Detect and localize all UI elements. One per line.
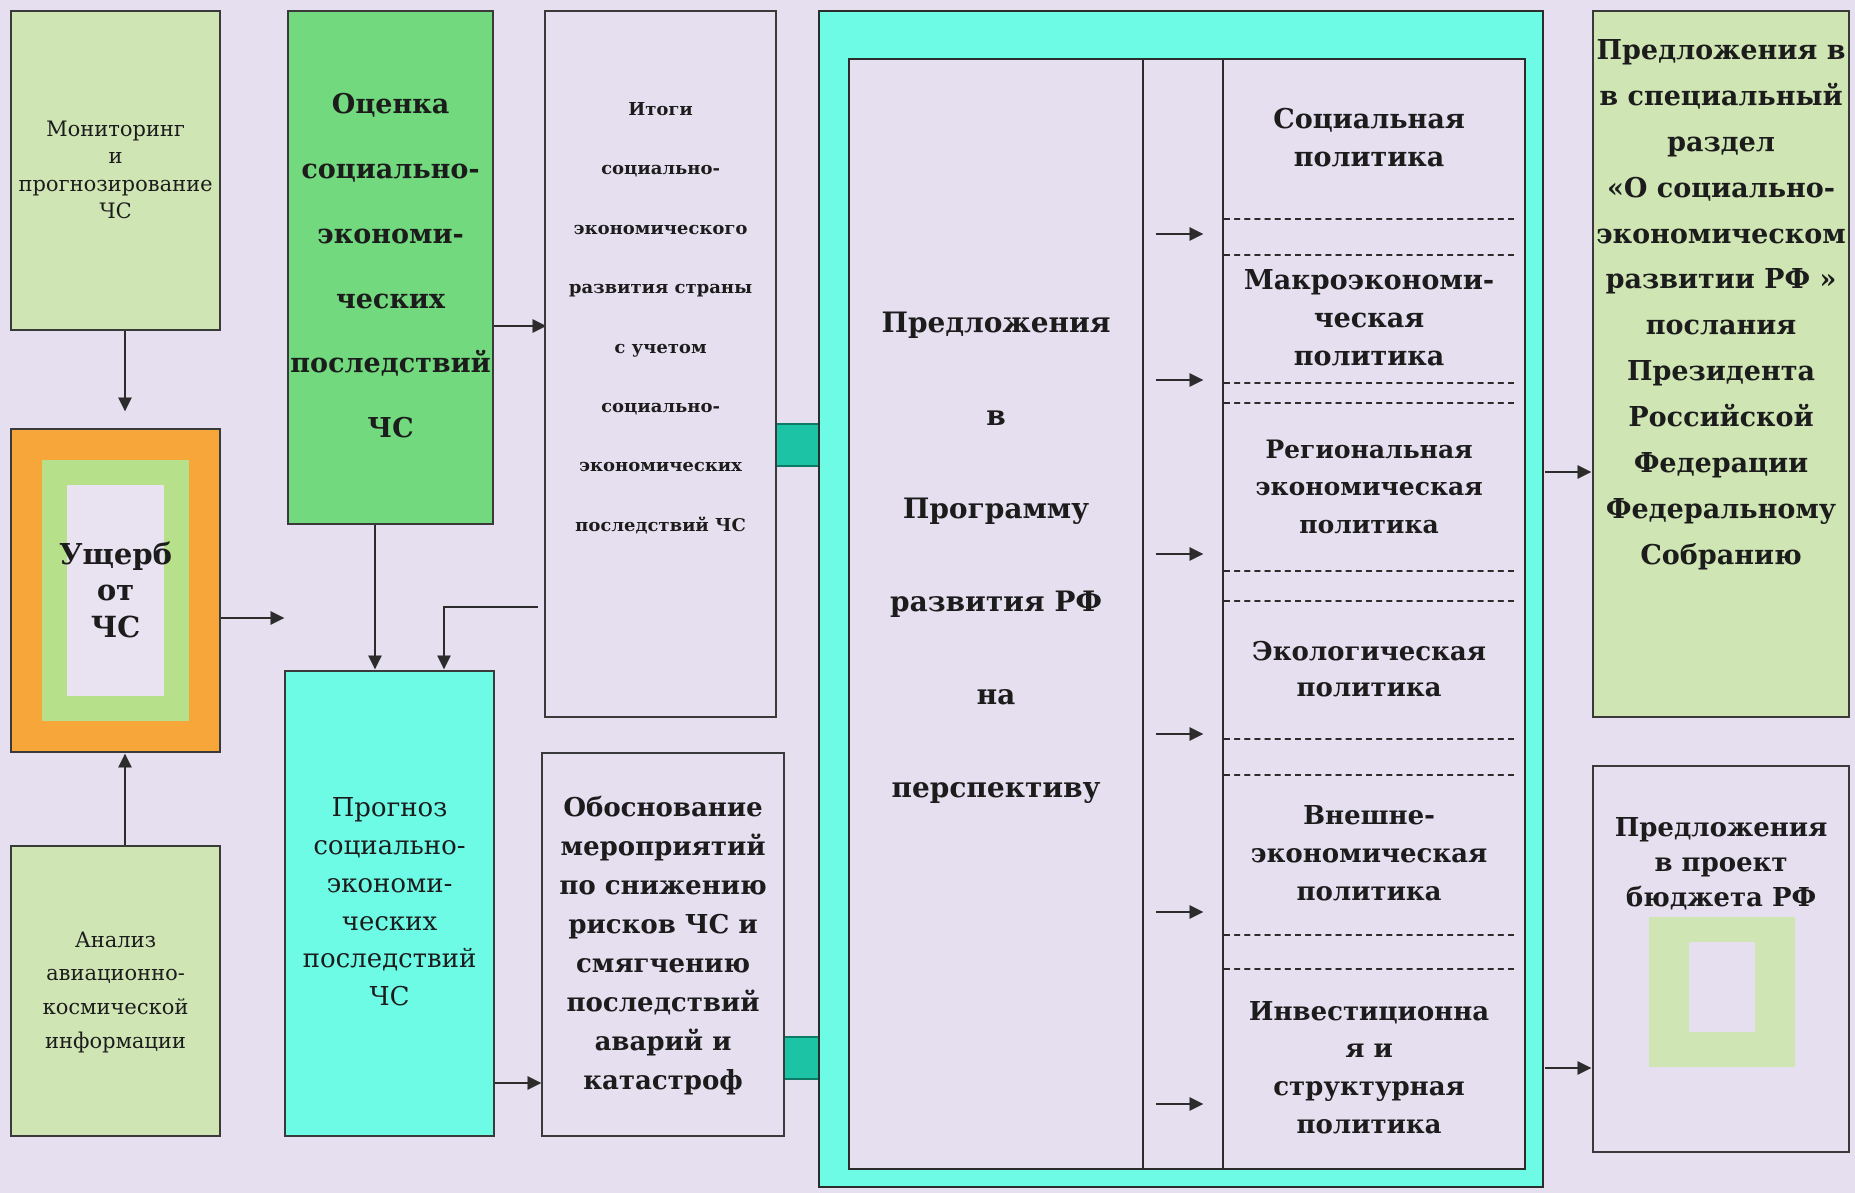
budget-label: Предложения в проект бюджета РФ xyxy=(1614,813,1828,914)
program-inner: Предложения в Программу развития РФ на п… xyxy=(848,58,1526,1170)
justification-label: Обоснование мероприятий по снижению риск… xyxy=(559,792,767,1096)
policy-investment: Инвестиционна я и структурная политика xyxy=(1224,968,1514,1168)
policy-ecological: Экологическая политика xyxy=(1224,600,1514,740)
damage-box: Ущерб от ЧС xyxy=(10,428,221,753)
monitoring-box: Мониторинг и прогнозирование ЧС xyxy=(10,10,221,331)
arrow-column xyxy=(1144,60,1224,1168)
policy-foreign-label: Внешне- экономическая политика xyxy=(1250,801,1488,907)
forecast-box: Прогноз социально- экономи- ческих после… xyxy=(284,670,495,1137)
results-label: Итоги социально- экономического развития… xyxy=(568,99,753,536)
president-label: Предложения в в специальный раздел «О со… xyxy=(1596,35,1846,571)
policy-regional-label: Региональная экономическая политика xyxy=(1255,434,1483,539)
budget-box: Предложения в проект бюджета РФ xyxy=(1592,765,1850,1153)
arrow-results-to-forecast xyxy=(437,606,538,670)
policy-macro-label: Макроэкономи- ческая политика xyxy=(1243,265,1495,372)
policy-investment-label: Инвестиционна я и структурная политика xyxy=(1248,996,1490,1140)
policy-ecological-label: Экологическая политика xyxy=(1252,636,1486,703)
program-frame: Предложения в Программу развития РФ на п… xyxy=(818,10,1544,1188)
assessment-label: Оценка социально- экономи- ческих послед… xyxy=(290,89,491,445)
program-text-column: Предложения в Программу развития РФ на п… xyxy=(850,60,1144,1168)
forecast-label: Прогноз социально- экономи- ческих после… xyxy=(302,793,477,1012)
damage-label: Ущерб от ЧС xyxy=(59,537,172,644)
policy-social-label: Социальная политика xyxy=(1273,104,1465,173)
justification-box: Обоснование мероприятий по снижению риск… xyxy=(541,752,785,1137)
damage-inner-2 xyxy=(67,485,164,696)
program-label: Предложения в Программу развития РФ на п… xyxy=(881,306,1111,804)
policy-foreign: Внешне- экономическая политика xyxy=(1224,774,1514,936)
policy-macro: Макроэкономи- ческая политика xyxy=(1224,254,1514,384)
analysis-label: Анализ авиационно- космической информаци… xyxy=(42,927,189,1053)
policy-social: Социальная политика xyxy=(1224,60,1514,220)
assessment-box: Оценка социально- экономи- ческих послед… xyxy=(287,10,494,525)
president-box: Предложения в в специальный раздел «О со… xyxy=(1592,10,1850,718)
policy-column: Социальная политика Макроэкономи- ческая… xyxy=(1224,60,1524,1168)
policy-arrows xyxy=(1156,227,1204,1111)
results-box: Итоги социально- экономического развития… xyxy=(544,10,777,718)
budget-inner-2 xyxy=(1689,942,1755,1032)
analysis-box: Анализ авиационно- космической информаци… xyxy=(10,845,221,1137)
monitoring-label: Мониторинг и прогнозирование ЧС xyxy=(18,116,213,223)
policy-regional: Региональная экономическая политика xyxy=(1224,402,1514,572)
